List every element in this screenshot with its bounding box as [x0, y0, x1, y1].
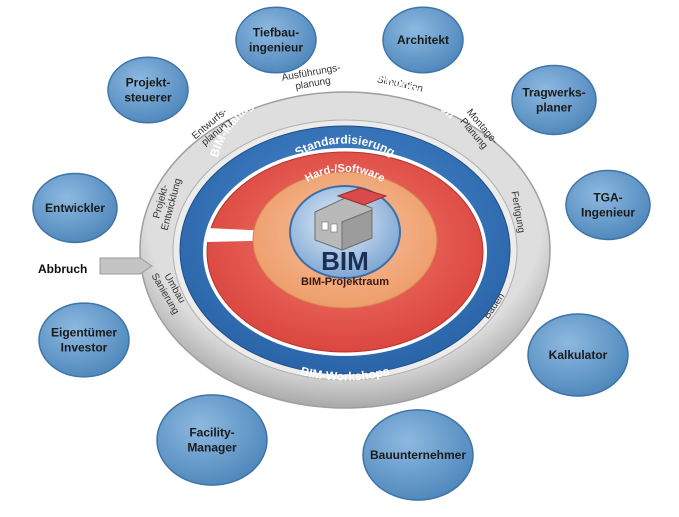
bubble-shape	[527, 313, 629, 397]
stakeholder-label: Projekt-	[126, 76, 171, 90]
stakeholder-bubble: TGA-Ingenieur	[565, 169, 651, 241]
stakeholder-bubble: Kalkulator	[527, 313, 629, 397]
stakeholder-bubble: Projekt-steuerer	[107, 56, 189, 124]
bubble-shape	[156, 394, 268, 486]
building-icon	[314, 187, 388, 251]
bubble-shape	[235, 6, 317, 74]
stakeholder-bubble: Tiefbau-ingenieur	[235, 6, 317, 74]
abbruch-arrow	[99, 257, 153, 275]
stakeholder-label: planer	[536, 101, 572, 115]
stakeholder-bubble: Tragwerks-planer	[511, 64, 597, 136]
bubble-shape	[107, 56, 189, 124]
stakeholder-label: steuerer	[124, 91, 172, 105]
stakeholder-label: Tragwerks-	[522, 86, 585, 100]
ring-label-bim-projektraum: BIM-Projektraum	[301, 276, 389, 288]
stakeholder-label: Tiefbau-	[253, 26, 299, 40]
stakeholder-label: ingenieur	[249, 41, 303, 55]
bubble-shape	[565, 169, 651, 241]
stakeholder-label: Architekt	[397, 33, 449, 47]
stakeholder-label: Ingenieur	[581, 206, 635, 220]
bubble-shape	[38, 302, 130, 378]
stakeholder-bubble: Bauunternehmer	[362, 409, 474, 501]
ring-label-bim-workshops: BIM-Workshops	[299, 364, 391, 384]
stakeholder-label: Eigentümer	[51, 326, 117, 340]
stakeholder-label: Facility-	[189, 426, 234, 440]
stakeholder-bubble: Architekt	[382, 6, 464, 74]
stakeholder-label: Kalkulator	[549, 348, 608, 362]
stakeholder-label: Investor	[61, 341, 108, 355]
stakeholder-bubbles: Tiefbau-ingenieur ArchitektProjekt-steuer…	[32, 6, 651, 501]
bubble-shape	[32, 172, 118, 244]
stakeholder-label: Entwickler	[45, 201, 105, 215]
stakeholder-label: Bauunternehmer	[370, 448, 466, 462]
stakeholder-bubble: Facility-Manager	[156, 394, 268, 486]
bubble-shape	[362, 409, 474, 501]
stakeholder-label: Manager	[187, 441, 237, 455]
bubble-shape	[511, 64, 597, 136]
bubble-shape	[382, 6, 464, 74]
stakeholder-label: TGA-	[593, 191, 622, 205]
abbruch-label: Abbruch	[38, 262, 88, 276]
stakeholder-bubble: Entwickler	[32, 172, 118, 244]
center-label: BIM	[321, 246, 369, 276]
